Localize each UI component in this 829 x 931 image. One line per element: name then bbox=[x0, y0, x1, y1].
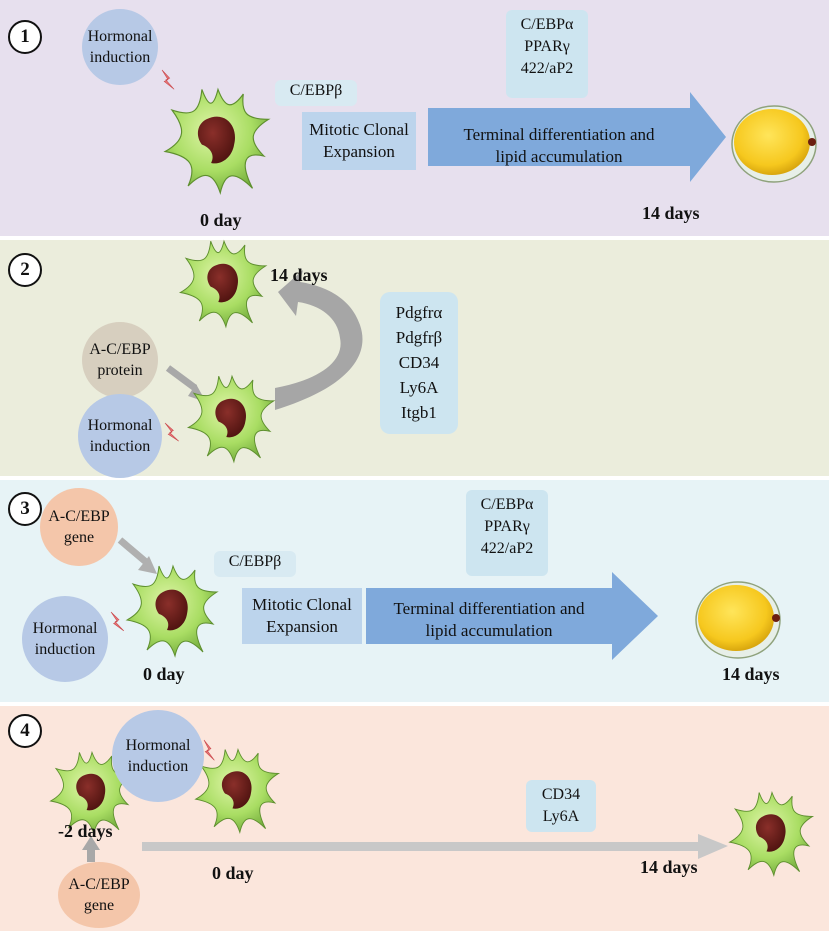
panel-number-3: 3 bbox=[8, 492, 42, 526]
marker-box: Pdgfrα Pdgfrβ CD34 Ly6A Itgb1 bbox=[380, 292, 458, 434]
preadipocyte-cell bbox=[126, 565, 218, 657]
hormonal-induction-circle: Hormonal induction bbox=[22, 596, 108, 682]
cebpb-box: C/EBPβ bbox=[214, 551, 296, 577]
acebp-protein-label: A-C/EBP protein bbox=[89, 341, 151, 379]
panel-1-graphics bbox=[156, 69, 817, 194]
mitotic-clonal-expansion-label: Mitotic Clonal Expansion bbox=[309, 120, 409, 161]
hormone-signal-icon bbox=[106, 611, 129, 632]
marker-label: Itgb1 bbox=[401, 403, 437, 422]
cell-0-day bbox=[195, 749, 279, 833]
hormone-signal-icon bbox=[161, 422, 183, 442]
panel-number-4: 4 bbox=[8, 714, 42, 748]
hormonal-induction-label: Hormonal induction bbox=[87, 417, 153, 455]
timeline-arrow bbox=[142, 842, 702, 851]
mature-adipocyte bbox=[731, 105, 817, 183]
day-0-label: 0 day bbox=[200, 210, 242, 230]
day-14-label: 14 days bbox=[722, 664, 780, 684]
hormonal-induction-circle: Hormonal induction bbox=[112, 710, 204, 802]
cell-14-days bbox=[729, 792, 813, 876]
mitotic-clonal-expansion-box: Mitotic Clonal Expansion bbox=[302, 112, 416, 170]
marker-label: CD34 bbox=[541, 786, 581, 803]
marker-box: C/EBPα PPARγ 422/aP2 bbox=[466, 490, 548, 576]
panel-2-graphics bbox=[161, 240, 363, 463]
panel-3-graphics bbox=[106, 537, 781, 660]
terminal-differentiation-line2: lipid accumulation bbox=[425, 621, 553, 640]
day-14-label: 14 days bbox=[270, 265, 328, 285]
cell-0-day bbox=[187, 375, 275, 463]
mitotic-clonal-expansion-label: Mitotic Clonal Expansion bbox=[252, 595, 352, 636]
acebp-protein-circle: A-C/EBP protein bbox=[82, 322, 158, 398]
marker-box: CD34 Ly6A bbox=[526, 780, 596, 832]
marker-label: 422/aP2 bbox=[520, 60, 574, 77]
marker-label: 422/aP2 bbox=[480, 540, 534, 557]
cebpb-label: C/EBPβ bbox=[228, 553, 282, 570]
marker-label: PPARγ bbox=[524, 38, 570, 55]
panel-number-2: 2 bbox=[8, 253, 42, 287]
mitotic-clonal-expansion-box: Mitotic Clonal Expansion bbox=[242, 588, 362, 644]
panel-number-1: 1 bbox=[8, 20, 42, 54]
terminal-differentiation-line1: Terminal differentiation and bbox=[463, 125, 655, 144]
hormonal-induction-label: Hormonal induction bbox=[32, 620, 98, 658]
marker-label: C/EBPα bbox=[520, 16, 574, 33]
minus-2-days-label: -2 days bbox=[58, 821, 113, 841]
differentiation-arrow bbox=[428, 92, 726, 182]
day-0-label: 0 day bbox=[143, 664, 185, 684]
terminal-differentiation-line2: lipid accumulation bbox=[495, 147, 623, 166]
day-0-label: 0 day bbox=[212, 863, 254, 883]
differentiation-arrow bbox=[366, 572, 658, 660]
acebp-gene-label: A-C/EBP gene bbox=[48, 508, 110, 546]
marker-box: C/EBPα PPARγ 422/aP2 bbox=[506, 10, 588, 98]
mature-adipocyte bbox=[695, 581, 781, 659]
acebp-gene-circle: A-C/EBP gene bbox=[40, 488, 118, 566]
day-14-label: 14 days bbox=[642, 203, 700, 223]
hormone-signal-icon bbox=[156, 69, 180, 90]
marker-label: C/EBPα bbox=[480, 496, 534, 513]
acebp-gene-circle: A-C/EBP gene bbox=[58, 862, 140, 928]
acebp-gene-label: A-C/EBP gene bbox=[68, 876, 130, 914]
hormonal-induction-circle: Hormonal induction bbox=[82, 9, 158, 85]
panel-4-graphics bbox=[50, 739, 813, 876]
preadipocyte-cell bbox=[164, 88, 270, 194]
day-14-label: 14 days bbox=[640, 857, 698, 877]
cebpb-box: C/EBPβ bbox=[275, 80, 357, 106]
hormonal-induction-circle: Hormonal induction bbox=[78, 394, 162, 478]
hormonal-induction-label: Hormonal induction bbox=[87, 28, 153, 66]
cebpb-label: C/EBPβ bbox=[289, 82, 343, 99]
marker-label: Pdgfrβ bbox=[395, 328, 443, 347]
protein-arrow bbox=[165, 365, 198, 391]
marker-label: CD34 bbox=[398, 353, 440, 372]
marker-label: Ly6A bbox=[542, 808, 580, 825]
hormonal-induction-label: Hormonal induction bbox=[125, 737, 191, 775]
marker-label: Ly6A bbox=[399, 378, 439, 397]
cell-14-days bbox=[179, 240, 267, 328]
marker-label: Pdgfrα bbox=[395, 303, 443, 322]
return-arrow bbox=[275, 270, 363, 410]
marker-label: PPARγ bbox=[484, 518, 530, 535]
terminal-differentiation-line1: Terminal differentiation and bbox=[393, 599, 585, 618]
